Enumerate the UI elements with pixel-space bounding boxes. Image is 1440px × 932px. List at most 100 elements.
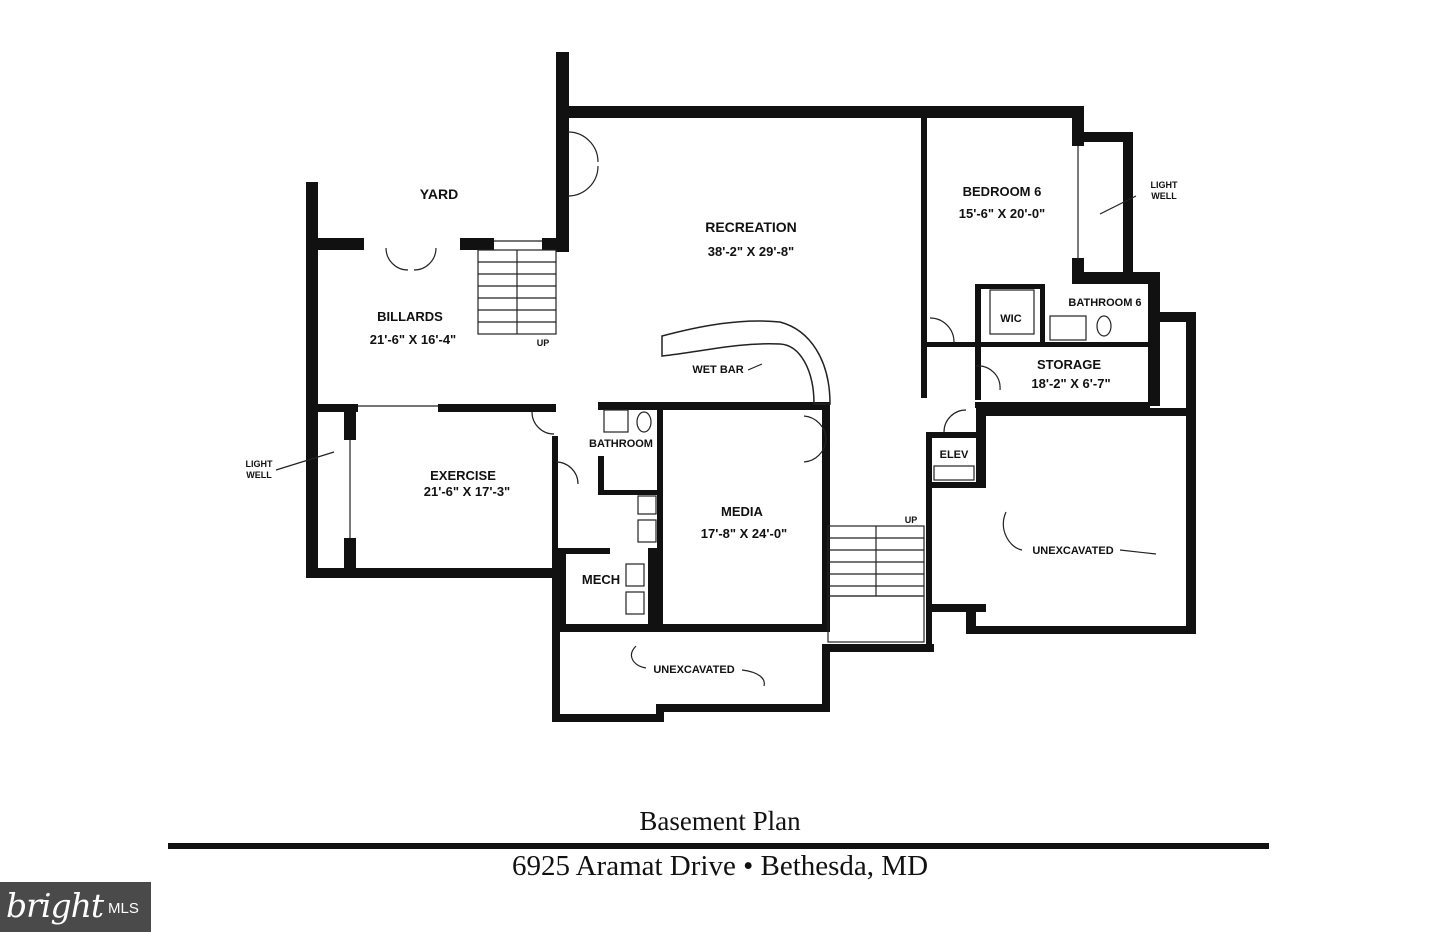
wall (598, 456, 604, 494)
title-divider (168, 843, 1269, 849)
billards-dims: 21'-6" X 16'-4" (370, 332, 456, 347)
door-swing (555, 461, 579, 485)
wall (926, 604, 986, 612)
unexcavated-bottom-label: UNEXCAVATED (653, 664, 734, 676)
storage-dims: 18'-2" X 6'-7" (1031, 376, 1110, 391)
leader (275, 451, 335, 471)
wall (542, 238, 569, 250)
light-well-right-label-2: WELL (1151, 191, 1177, 201)
wall (976, 408, 986, 488)
wall (927, 342, 1150, 347)
wall (966, 626, 1196, 634)
wall (966, 604, 976, 634)
exercise-dims: 21'-6" X 17'-3" (424, 484, 510, 499)
wall (926, 482, 986, 488)
door-swing (975, 365, 1001, 391)
door-swing (413, 247, 437, 271)
watermark-brand: bright (6, 886, 104, 925)
wall (438, 404, 556, 412)
wall (975, 402, 1150, 408)
arrow (1002, 511, 1023, 551)
brightmls-watermark: bright MLS (0, 882, 151, 932)
media-dims: 17'-8" X 24'-0" (701, 526, 787, 541)
labels: YARD RECREATION 38'-2" X 29'-8" BEDROOM … (246, 180, 1178, 676)
door-swing (385, 247, 409, 271)
exercise-label: EXERCISE (430, 468, 496, 483)
sink (603, 409, 629, 433)
wall (598, 490, 660, 495)
light-well-left-label: LIGHT (246, 459, 273, 469)
wall (552, 548, 566, 630)
plan-title: Basement Plan (639, 806, 801, 836)
arrow (741, 669, 765, 687)
wall (822, 402, 830, 630)
bedroom6-label: BEDROOM 6 (963, 184, 1042, 199)
wet-bar-label: WET BAR (692, 364, 743, 376)
wall (1148, 312, 1196, 322)
billards-label: BILLARDS (377, 309, 443, 324)
door-swing (531, 411, 555, 435)
media-label: MEDIA (721, 504, 764, 519)
wall (552, 624, 560, 722)
wall (556, 52, 569, 252)
wall (1148, 272, 1160, 406)
door-swing (803, 415, 827, 441)
door-swing (567, 131, 599, 163)
wall (552, 436, 558, 578)
wall (598, 402, 830, 410)
fixtures (275, 131, 1157, 687)
unexcavated-right-label: UNEXCAVATED (1032, 545, 1113, 557)
leader (747, 363, 763, 371)
wall (1186, 312, 1196, 634)
door-swing (803, 439, 827, 463)
wall (1072, 272, 1160, 284)
wall (822, 644, 934, 652)
wet-bar-counter (661, 320, 831, 405)
watermark-suffix: MLS (108, 900, 139, 917)
appliance (625, 591, 645, 615)
wall (656, 704, 830, 712)
bedroom6-dims: 15'-6" X 20'-0" (959, 206, 1045, 221)
bathroom-label: BATHROOM (589, 438, 653, 450)
wall (1072, 132, 1132, 142)
door-swing (567, 165, 599, 197)
wall (556, 624, 830, 632)
mech-label: MECH (582, 572, 620, 587)
wall (344, 538, 356, 576)
wall (921, 114, 927, 398)
recreation-dims: 38'-2" X 29'-8" (708, 244, 794, 259)
door-swing (929, 317, 955, 343)
light-well-right-label: LIGHT (1151, 180, 1178, 190)
light-well-left-label-2: WELL (246, 470, 272, 480)
wall (552, 714, 662, 722)
wall (976, 408, 1196, 416)
appliance (637, 519, 657, 543)
landing (827, 595, 925, 643)
wall (306, 238, 364, 250)
elev-label: ELEV (940, 449, 969, 461)
up-right-label: UP (905, 515, 918, 525)
wall (306, 404, 358, 412)
wic-label: WIC (1000, 313, 1021, 325)
vanity (1049, 315, 1087, 341)
appliance (637, 495, 657, 515)
wall (552, 548, 610, 554)
toilet (1096, 315, 1112, 337)
leader (1099, 195, 1137, 215)
elevator-car (933, 465, 975, 481)
appliance (625, 563, 645, 587)
arrow (1119, 549, 1157, 555)
wall (822, 644, 830, 712)
wall (306, 182, 318, 578)
yard-label: YARD (420, 186, 458, 202)
bathroom6-label: BATHROOM 6 (1068, 297, 1141, 309)
wall (926, 432, 980, 438)
wall (306, 568, 562, 578)
recreation-label: RECREATION (705, 219, 797, 235)
plan-address: 6925 Aramat Drive • Bethesda, MD (511, 850, 929, 882)
wall (648, 548, 660, 630)
storage-label: STORAGE (1037, 357, 1101, 372)
wall (556, 106, 1084, 118)
wic-outline (989, 289, 1035, 335)
